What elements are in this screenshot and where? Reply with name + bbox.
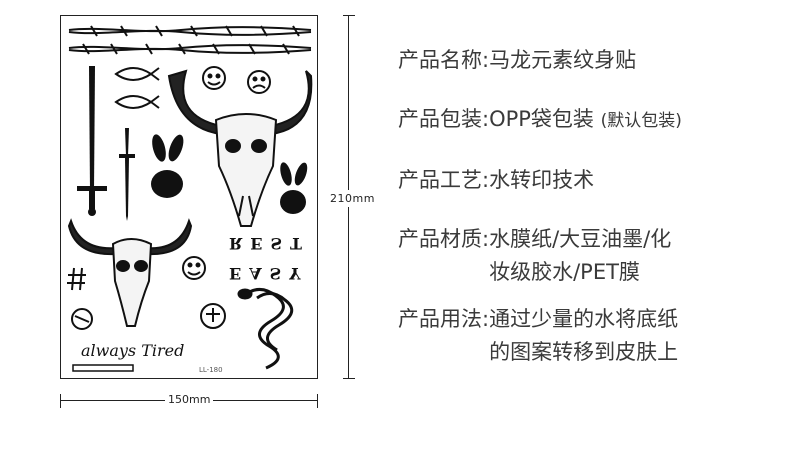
dagger-icon bbox=[119, 128, 135, 221]
width-dimension-label: 150mm bbox=[165, 393, 214, 406]
smiley-face-icon bbox=[71, 66, 271, 330]
barbed-wire-bottom bbox=[68, 43, 312, 55]
spec-value: OPP袋包装 bbox=[489, 107, 594, 131]
spec-key: 产品用法: bbox=[398, 307, 490, 331]
spec-value: 水转印技术 bbox=[489, 168, 595, 192]
long-sword-icon bbox=[77, 66, 107, 216]
spec-key: 产品包装: bbox=[398, 107, 490, 131]
barbed-wire-top bbox=[68, 25, 312, 37]
spec-row-material: 产品材质: 水膜纸/大豆油墨/化妆级胶水/PET膜 bbox=[398, 223, 793, 289]
product-specs: 产品名称: 马龙元素纹身贴 产品包装: OPP袋包装 (默认包装) 产品工艺: … bbox=[398, 44, 793, 383]
fish-icon bbox=[114, 67, 160, 109]
spec-value-line2: 的图案转移到皮肤上 bbox=[489, 340, 679, 364]
tattoo-sheet-preview: REST EASY always Tired LL-180 bbox=[60, 15, 318, 379]
spec-note: (默认包装) bbox=[600, 111, 682, 131]
bunny-icon bbox=[151, 134, 308, 214]
rest-text: REST bbox=[229, 234, 310, 253]
spec-row-name: 产品名称: 马龙元素纹身贴 bbox=[398, 44, 793, 77]
height-dimension-label: 210mm bbox=[330, 190, 375, 207]
spec-row-process: 产品工艺: 水转印技术 bbox=[398, 164, 793, 197]
spec-key: 产品工艺: bbox=[398, 168, 490, 192]
bull-skull-large-icon bbox=[167, 69, 313, 227]
tattoo-sheet-artwork: REST EASY always Tired LL-180 bbox=[67, 25, 313, 374]
spec-row-packaging: 产品包装: OPP袋包装 (默认包装) bbox=[398, 103, 793, 138]
spec-value: 通过少量的水将底纸 bbox=[489, 307, 679, 331]
sheet-code-label: LL-180 bbox=[199, 366, 223, 374]
easy-text: EASY bbox=[229, 264, 309, 283]
spec-key: 产品名称: bbox=[398, 48, 490, 72]
spec-value-line2: 妆级胶水/PET膜 bbox=[489, 260, 640, 284]
spec-value: 马龙元素纹身贴 bbox=[489, 48, 637, 72]
spec-row-usage: 产品用法: 通过少量的水将底纸的图案转移到皮肤上 bbox=[398, 303, 793, 369]
spec-value: 水膜纸/大豆油墨/化 bbox=[489, 227, 672, 251]
script-text: always Tired bbox=[81, 341, 184, 360]
snake-icon bbox=[237, 288, 294, 370]
bull-skull-small-icon bbox=[67, 218, 193, 327]
hashtag-icon bbox=[67, 267, 86, 291]
decorative-band bbox=[72, 364, 134, 372]
spec-key: 产品材质: bbox=[398, 227, 490, 251]
